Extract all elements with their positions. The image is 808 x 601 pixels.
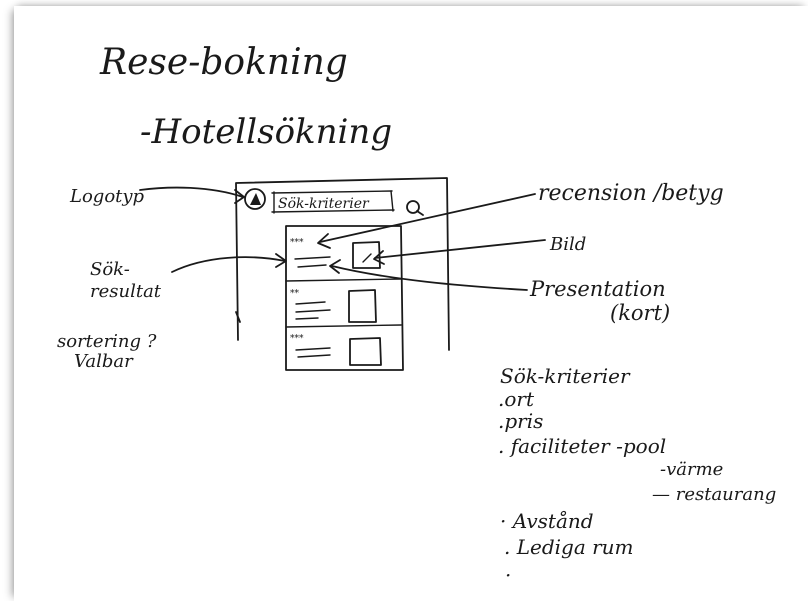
results-dividers — [285, 278, 402, 328]
criteria-item-faciliteter: . faciliteter -pool — [498, 434, 666, 458]
label-presentation: Presentation — [529, 277, 666, 301]
search-icon — [406, 200, 420, 214]
rating-stars-3: *** — [290, 334, 304, 344]
arrow-presentation-head — [329, 259, 341, 274]
label-recension: recension /betyg — [538, 181, 724, 206]
criteria-subitem-varme: -värme — [660, 459, 723, 480]
criteria-subitem-restaurang: — restaurang — [652, 484, 776, 505]
arrow-bild — [374, 239, 546, 259]
wireframe: Sök-kriterier *** ** *** — [235, 177, 450, 371]
search-box-label: Sök-kriterier — [278, 196, 370, 212]
arrow-presentation — [331, 265, 528, 291]
criteria-item-lediga-rum: . Lediga rum — [504, 535, 634, 559]
label-sok: Sök- — [90, 259, 130, 280]
label-valbar: Valbar — [74, 351, 134, 372]
arrow-logotyp — [139, 186, 244, 198]
label-logotyp: Logotyp — [69, 186, 145, 207]
card-2-image — [348, 289, 377, 323]
arrow-recension — [319, 193, 536, 243]
card-1-image-mark — [362, 253, 372, 263]
card-2-text-lines — [295, 301, 331, 320]
search-box-lines — [271, 190, 395, 213]
arrow-bild-head — [373, 250, 385, 265]
criteria-item-empty: · — [505, 563, 511, 587]
search-box-sides — [273, 190, 394, 214]
arrow-logotyp-head — [234, 189, 245, 204]
card-3-image — [349, 337, 382, 366]
arrow-sokresultat — [171, 256, 286, 273]
card-3-text-lines — [295, 347, 331, 358]
card-1-text-lines — [294, 256, 331, 268]
criteria-item-ort: .ort — [498, 387, 535, 411]
sort-tick — [235, 311, 241, 323]
card-1-image — [352, 241, 381, 269]
rating-stars-1: *** — [290, 238, 304, 248]
label-sortering: sortering ? — [57, 331, 157, 352]
label-bild: Bild — [549, 234, 586, 255]
criteria-heading: Sök-kriterier — [500, 364, 631, 388]
subtitle: -Hotellsökning — [140, 112, 392, 152]
logo-circle — [244, 188, 266, 210]
paper-sheet — [14, 6, 808, 601]
arrow-recension-head — [317, 233, 331, 249]
title: Rese-bokning — [99, 42, 348, 83]
logo-icon — [250, 193, 261, 205]
label-kort: (kort) — [610, 301, 670, 325]
search-icon-handle — [416, 210, 424, 216]
annotation-arrows — [139, 186, 546, 323]
rating-stars-2: ** — [290, 289, 300, 299]
arrow-sokresultat-head — [275, 253, 287, 268]
criteria-item-avstand: · Avstånd — [500, 509, 594, 533]
label-resultat: resultat — [90, 281, 162, 302]
results-column — [285, 225, 404, 371]
criteria-item-pris: .pris — [498, 409, 543, 433]
